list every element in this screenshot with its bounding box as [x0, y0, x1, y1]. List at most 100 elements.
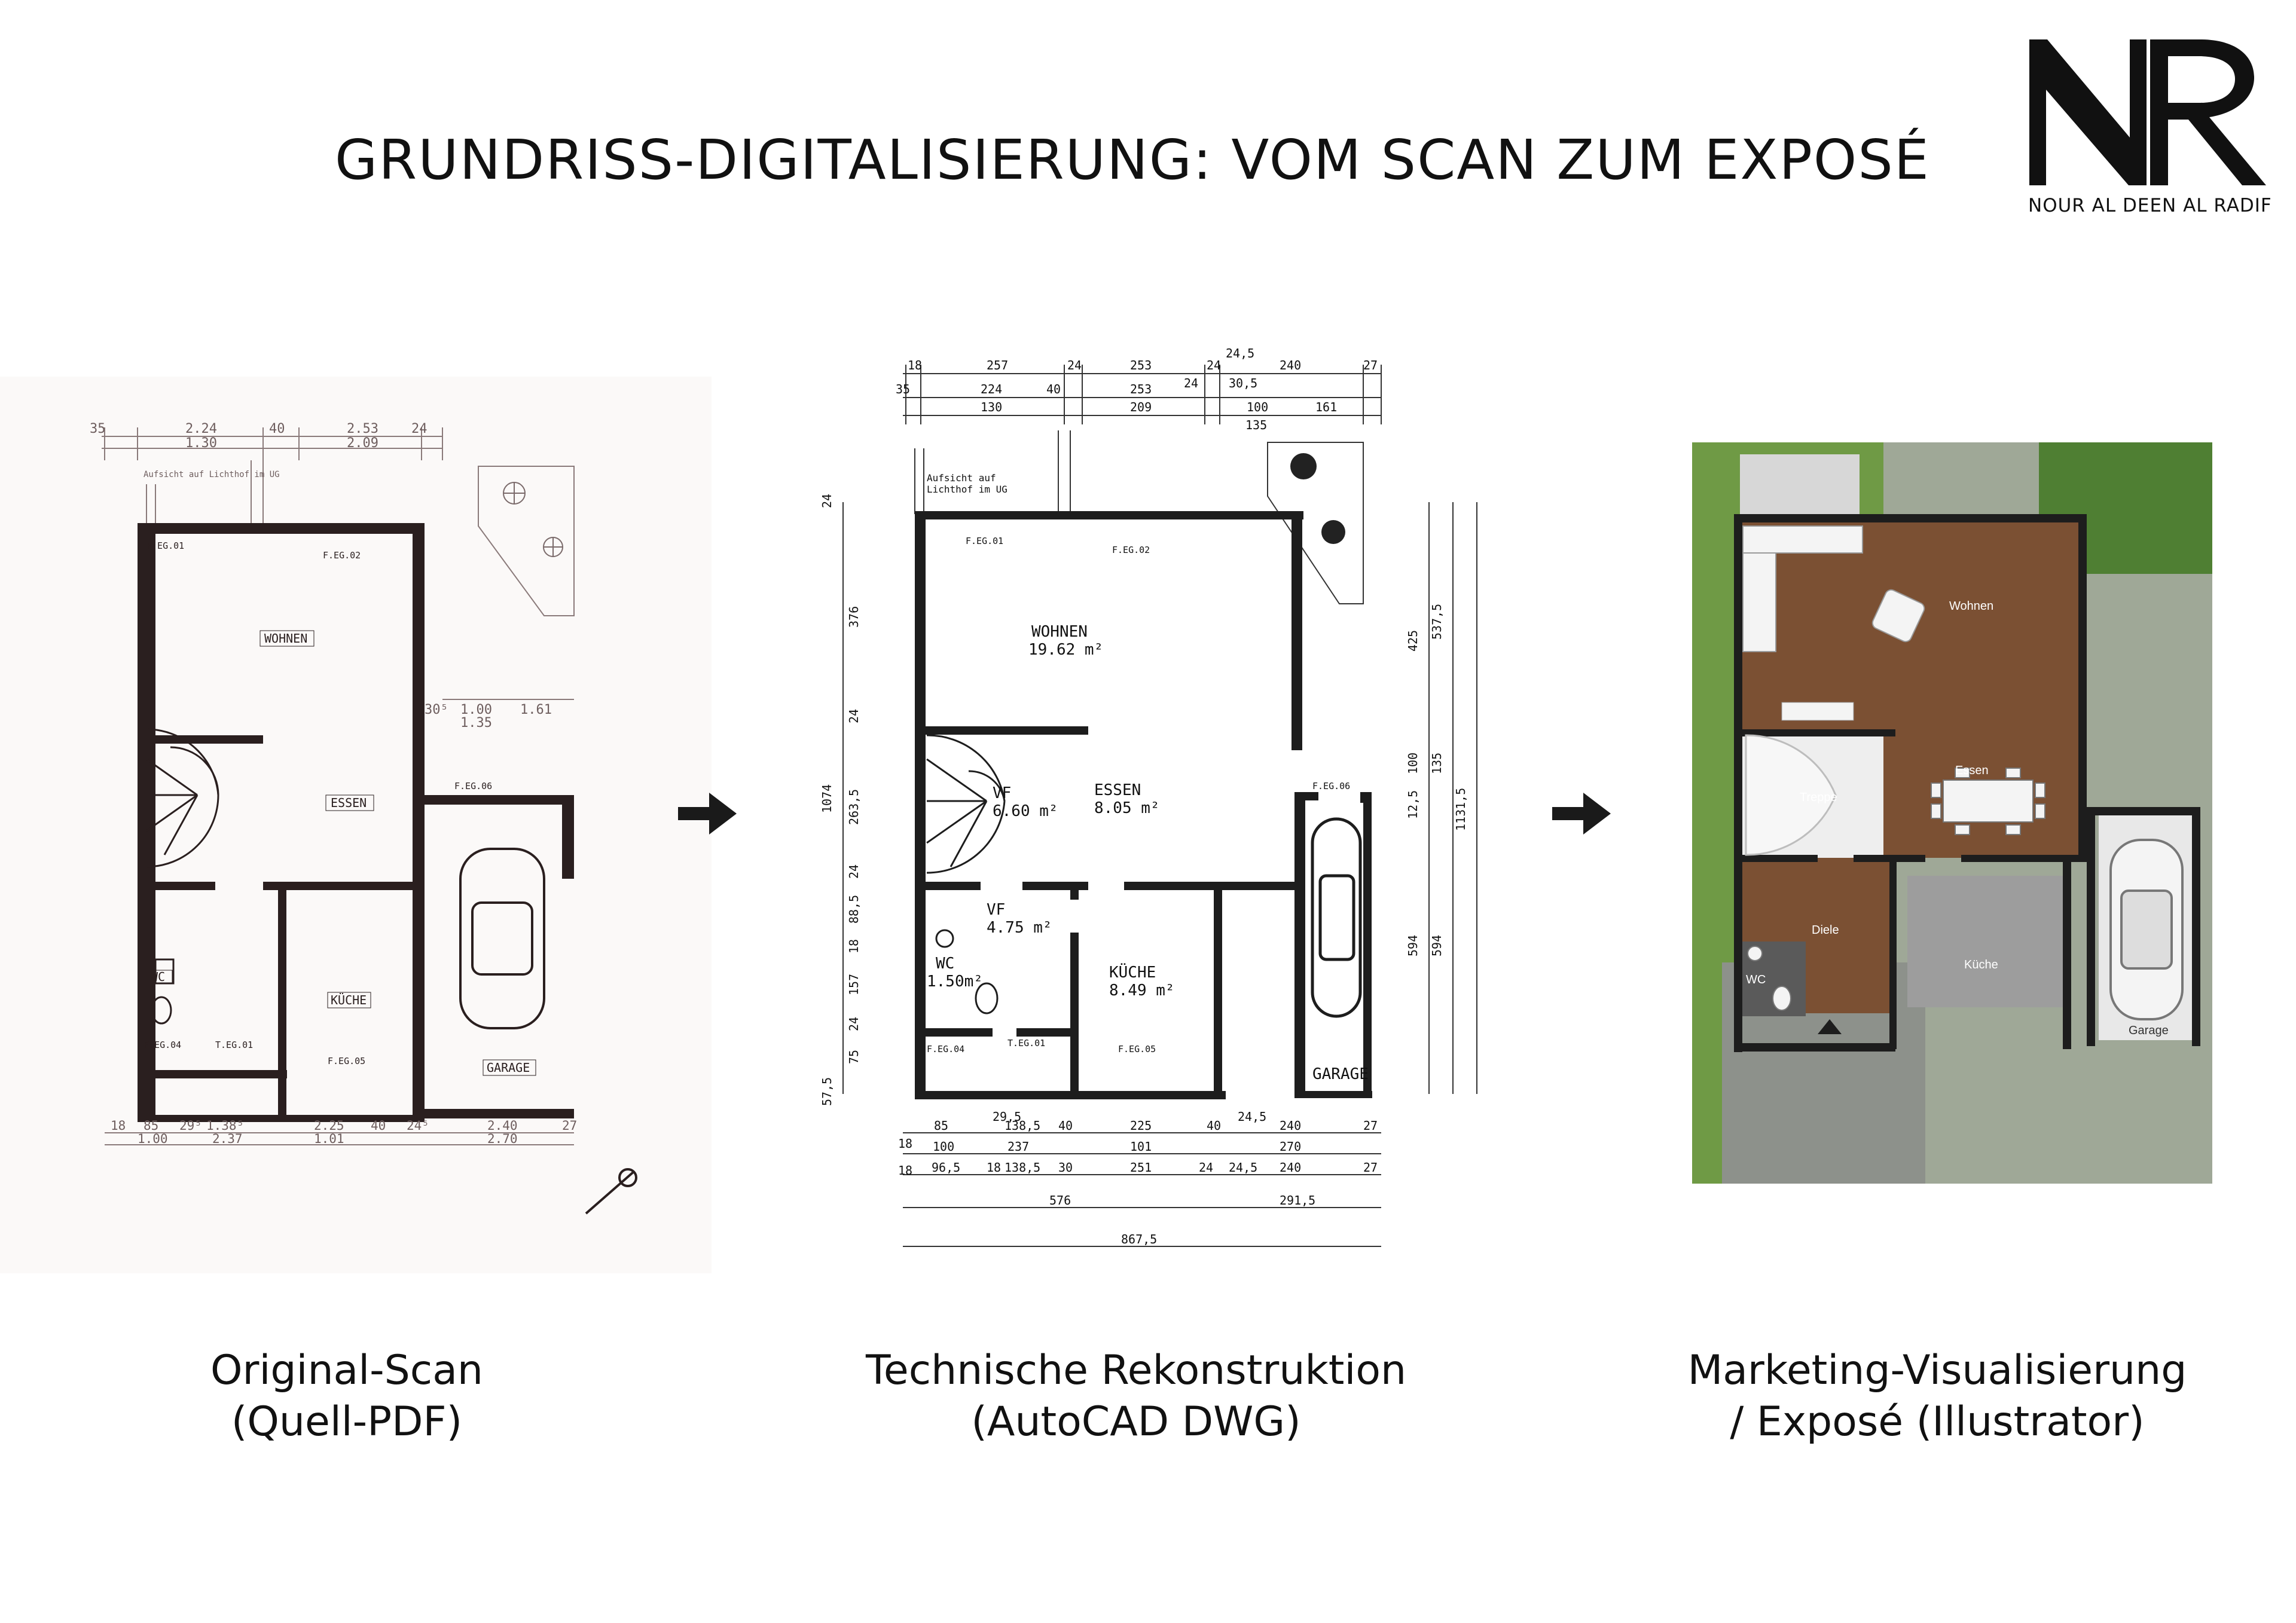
svg-text:24: 24 — [1207, 358, 1221, 372]
cad-stair — [926, 734, 1006, 874]
svg-text:Aufsicht auf: Aufsicht auf — [927, 472, 996, 484]
svg-text:57,5: 57,5 — [820, 1077, 834, 1106]
svg-text:1.00: 1.00 — [460, 702, 492, 717]
cad-room-essen: ESSEN — [1094, 781, 1141, 799]
svg-text:19.62 m²: 19.62 m² — [1028, 641, 1103, 659]
svg-text:12,5: 12,5 — [1406, 790, 1420, 819]
svg-text:101: 101 — [1130, 1139, 1152, 1154]
svg-text:251: 251 — [1130, 1160, 1152, 1175]
viz-room-diele: Diele — [1812, 924, 1839, 937]
svg-text:24,5: 24,5 — [1226, 346, 1254, 360]
svg-text:100: 100 — [933, 1139, 954, 1154]
svg-text:537,5: 537,5 — [1430, 604, 1444, 640]
svg-text:24,5: 24,5 — [1229, 1160, 1257, 1175]
svg-text:291,5: 291,5 — [1280, 1193, 1315, 1208]
svg-text:2.25: 2.25 — [314, 1118, 344, 1133]
svg-text:138,5: 138,5 — [1004, 1118, 1040, 1133]
svg-text:8.49 m²: 8.49 m² — [1109, 982, 1175, 1000]
svg-text:75: 75 — [847, 1050, 861, 1064]
logo-name: NOUR AL DEEN AL RADIF — [2028, 195, 2272, 216]
svg-text:157: 157 — [847, 974, 861, 995]
cad-car-icon — [1311, 817, 1362, 1018]
svg-text:135: 135 — [1245, 418, 1267, 432]
svg-text:24: 24 — [847, 709, 861, 723]
arrow-right-icon — [1552, 793, 1611, 835]
svg-text:40: 40 — [1207, 1118, 1221, 1133]
svg-text:Lichthof im UG: Lichthof im UG — [927, 484, 1007, 495]
svg-text:253: 253 — [1130, 358, 1152, 372]
svg-text:18: 18 — [898, 1163, 912, 1178]
svg-text:29,5: 29,5 — [993, 1109, 1021, 1124]
svg-text:2.37: 2.37 — [212, 1132, 243, 1146]
viz-room-wc: WC — [1746, 973, 1766, 986]
svg-text:867,5: 867,5 — [1121, 1232, 1157, 1246]
viz-car-icon — [2109, 839, 2184, 1020]
page-title: GRUNDRISS-DIGITALISIERUNG: VOM SCAN ZUM … — [335, 128, 1930, 192]
svg-text:27: 27 — [562, 1118, 577, 1133]
scan-room-garage: GARAGE — [487, 1060, 530, 1075]
cad-floorplan: 18 257 24 253 24 24,5 240 27 35 224 40 2… — [820, 346, 1477, 1247]
svg-text:1.01: 1.01 — [314, 1132, 344, 1146]
svg-text:253: 253 — [1130, 382, 1152, 396]
scan-car-icon — [459, 848, 545, 1029]
cad-plant-icons — [1290, 453, 1345, 544]
svg-text:2.24: 2.24 — [185, 421, 217, 436]
svg-text:T.EG.01: T.EG.01 — [215, 1040, 253, 1050]
caption-technische-rekonstruktion: Technische Rekonstruktion (AutoCAD DWG) — [865, 1347, 1407, 1445]
svg-text:1.00: 1.00 — [138, 1132, 168, 1146]
svg-text:F.EG.04: F.EG.04 — [927, 1044, 964, 1055]
svg-text:F.EG.01: F.EG.01 — [966, 536, 1003, 546]
scan-north-arrow-icon — [585, 1168, 637, 1215]
svg-text:594: 594 — [1430, 935, 1444, 956]
svg-text:40: 40 — [1046, 382, 1061, 396]
sideboard — [1781, 702, 1854, 721]
svg-text:27: 27 — [1363, 1118, 1378, 1133]
svg-text:24: 24 — [411, 421, 428, 436]
svg-text:35: 35 — [896, 382, 910, 396]
svg-text:1.61: 1.61 — [520, 702, 552, 717]
dining-table-icon — [1931, 768, 2045, 835]
sofa-icon — [1742, 525, 1863, 652]
svg-text:18: 18 — [847, 939, 861, 953]
svg-text:100: 100 — [1406, 753, 1420, 774]
svg-text:240: 240 — [1280, 1160, 1301, 1175]
svg-text:237: 237 — [1007, 1139, 1029, 1154]
viz-room-kueche: Küche — [1964, 958, 1998, 971]
svg-text:263,5: 263,5 — [847, 789, 861, 825]
svg-text:2.09: 2.09 — [347, 436, 378, 451]
svg-text:F.EG.01: F.EG.01 — [146, 540, 184, 551]
svg-text:35: 35 — [90, 421, 106, 436]
scan-room-essen: ESSEN — [331, 796, 367, 810]
viz-room-garage: Garage — [2129, 1024, 2169, 1037]
svg-text:2.40: 2.40 — [487, 1118, 518, 1133]
svg-text:18: 18 — [987, 1160, 1001, 1175]
svg-text:F.EG.02: F.EG.02 — [323, 550, 361, 561]
caption-original-scan: Original-Scan (Quell-PDF) — [210, 1347, 483, 1445]
svg-text:425: 425 — [1406, 630, 1420, 652]
caption-marketing-visualisierung: Marketing-Visualisierung / Exposé (Illus… — [1687, 1347, 2187, 1445]
svg-text:130: 130 — [981, 400, 1002, 414]
svg-text:594: 594 — [1406, 935, 1420, 956]
cad-room-garage: GARAGE — [1312, 1065, 1369, 1083]
scan-stair — [146, 728, 219, 868]
svg-text:27: 27 — [1363, 1160, 1378, 1175]
original-scan-floorplan: 35 2.24 40 2.53 24 1.30 2.09 Aufsicht au… — [0, 377, 712, 1273]
svg-text:6.60 m²: 6.60 m² — [993, 802, 1058, 820]
scan-room-wohnen: WOHNEN — [264, 631, 307, 646]
svg-text:F.EG.05: F.EG.05 — [328, 1056, 365, 1066]
svg-text:161: 161 — [1315, 400, 1337, 414]
svg-text:24: 24 — [820, 494, 834, 508]
svg-text:209: 209 — [1130, 400, 1152, 414]
svg-text:85: 85 — [934, 1118, 948, 1133]
svg-text:257: 257 — [987, 358, 1008, 372]
svg-text:2.53: 2.53 — [347, 421, 378, 436]
svg-text:40: 40 — [269, 421, 285, 436]
scan-top-dims: 35 2.24 40 2.53 24 1.30 2.09 Aufsicht au… — [90, 421, 552, 730]
svg-text:24: 24 — [1184, 376, 1198, 390]
viz-room-wohnen: Wohnen — [1949, 600, 1993, 613]
svg-text:224: 224 — [981, 382, 1002, 396]
svg-text:85: 85 — [144, 1118, 158, 1133]
viz-room-essen: Essen — [1955, 764, 1989, 777]
cad-room-wc: WC — [936, 955, 954, 973]
svg-text:8.05 m²: 8.05 m² — [1094, 799, 1160, 817]
